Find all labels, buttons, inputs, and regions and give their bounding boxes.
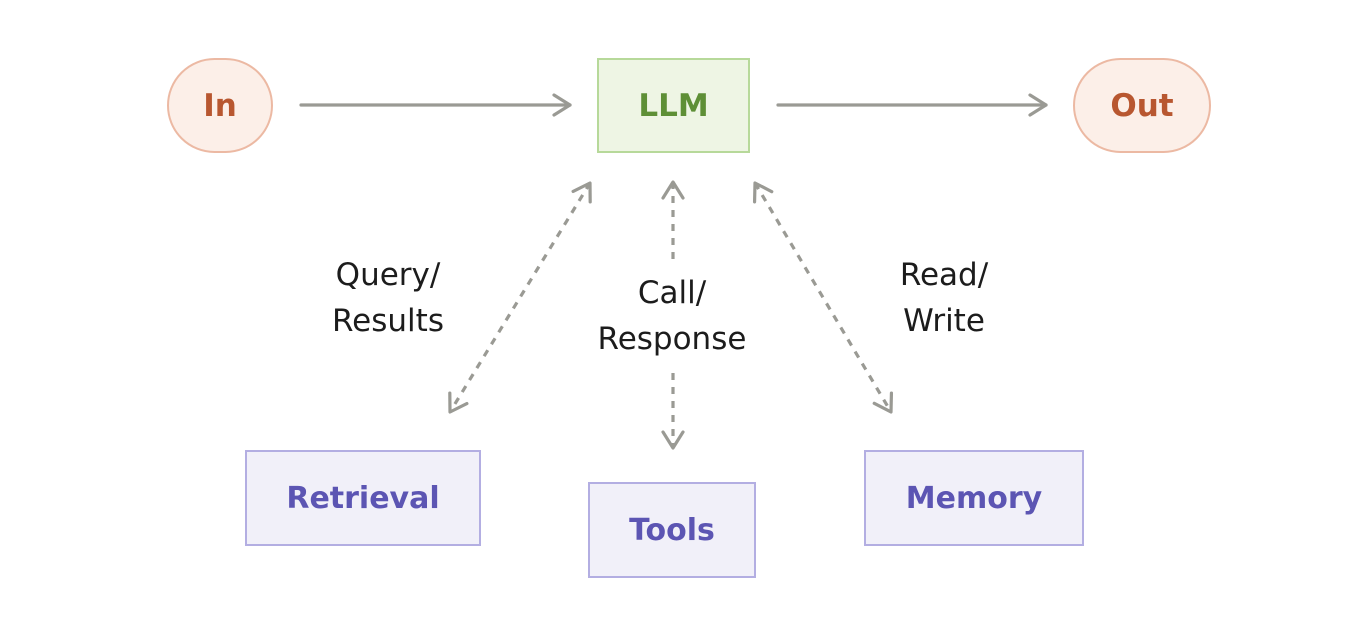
retrieval-edge-label-line-1: Query/	[335, 257, 441, 293]
output-node-label: Out	[1110, 87, 1174, 124]
retrieval-node: Retrieval	[245, 450, 481, 546]
memory-edge-label-line-1: Read/	[899, 257, 989, 293]
memory-node: Memory	[864, 450, 1084, 546]
tools-node-label: Tools	[629, 512, 715, 548]
input-node: In	[167, 58, 273, 153]
tools-edge-label: Call/ Response	[578, 270, 766, 362]
arrow-llm-retrieval	[448, 181, 592, 414]
retrieval-edge-label: Query/ Results	[306, 252, 470, 344]
retrieval-edge-label-line-2: Results	[332, 303, 444, 339]
llm-node: LLM	[597, 58, 750, 153]
tools-edge-label-line-1: Call/	[637, 275, 707, 311]
llm-node-label: LLM	[638, 87, 709, 124]
output-node: Out	[1073, 58, 1211, 153]
arrow-llm-memory	[752, 181, 894, 414]
tools-edge-label-line-2: Response	[597, 321, 747, 357]
memory-edge-label: Read/ Write	[874, 252, 1014, 344]
input-node-label: In	[203, 87, 237, 124]
memory-node-label: Memory	[905, 480, 1043, 516]
tools-node: Tools	[588, 482, 756, 578]
memory-edge-label-line-2: Write	[903, 303, 985, 339]
retrieval-node-label: Retrieval	[286, 480, 440, 516]
